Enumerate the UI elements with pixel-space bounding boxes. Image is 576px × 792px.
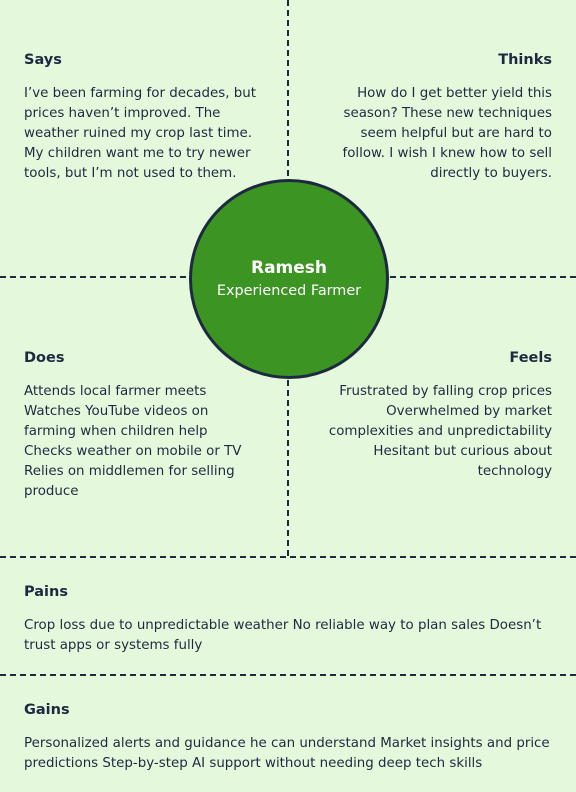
gains-heading: Gains [24,702,70,718]
does-heading: Does [24,350,65,366]
says-text: I’ve been farming for decades, but price… [24,86,256,181]
thinks-quadrant: Thinks How do I get better yield this se… [316,51,552,184]
feels-item: Frustrated by falling crop prices [339,384,552,399]
persona-name: Ramesh [250,258,328,278]
does-item: Checks weather on mobile or TV [24,444,242,459]
does-item: Attends local farmer meets [24,384,207,399]
gains-divider [0,674,576,676]
thinks-text: How do I get better yield this season? T… [342,86,552,181]
pains-heading: Pains [24,584,68,600]
does-item: Relies on middlemen for selling produce [24,464,235,499]
thinks-heading: Thinks [498,52,552,68]
says-quadrant: Says I’ve been farming for decades, but … [24,51,256,184]
pains-divider [0,556,576,558]
does-item: Watches YouTube videos on farming when c… [24,404,209,439]
gains-section: Gains Personalized alerts and guidance h… [24,701,554,774]
gains-text: Personalized alerts and guidance he can … [24,736,550,771]
says-heading: Says [24,52,62,68]
pains-section: Pains Crop loss due to unpredictable wea… [24,583,554,656]
persona-circle: Ramesh Experienced Farmer [189,179,389,379]
feels-quadrant: Feels Frustrated by falling crop prices … [316,349,552,482]
pains-text: Crop loss due to unpredictable weather N… [24,618,542,653]
persona-role: Experienced Farmer [216,283,362,299]
feels-item: Overwhelmed by market complexities and u… [328,404,552,439]
does-list: Attends local farmer meets Watches YouTu… [24,382,256,502]
feels-list: Frustrated by falling crop prices Overwh… [316,382,552,482]
does-quadrant: Does Attends local farmer meets Watches … [24,349,256,502]
feels-heading: Feels [509,350,552,366]
feels-item: Hesitant but curious about technology [373,444,552,479]
